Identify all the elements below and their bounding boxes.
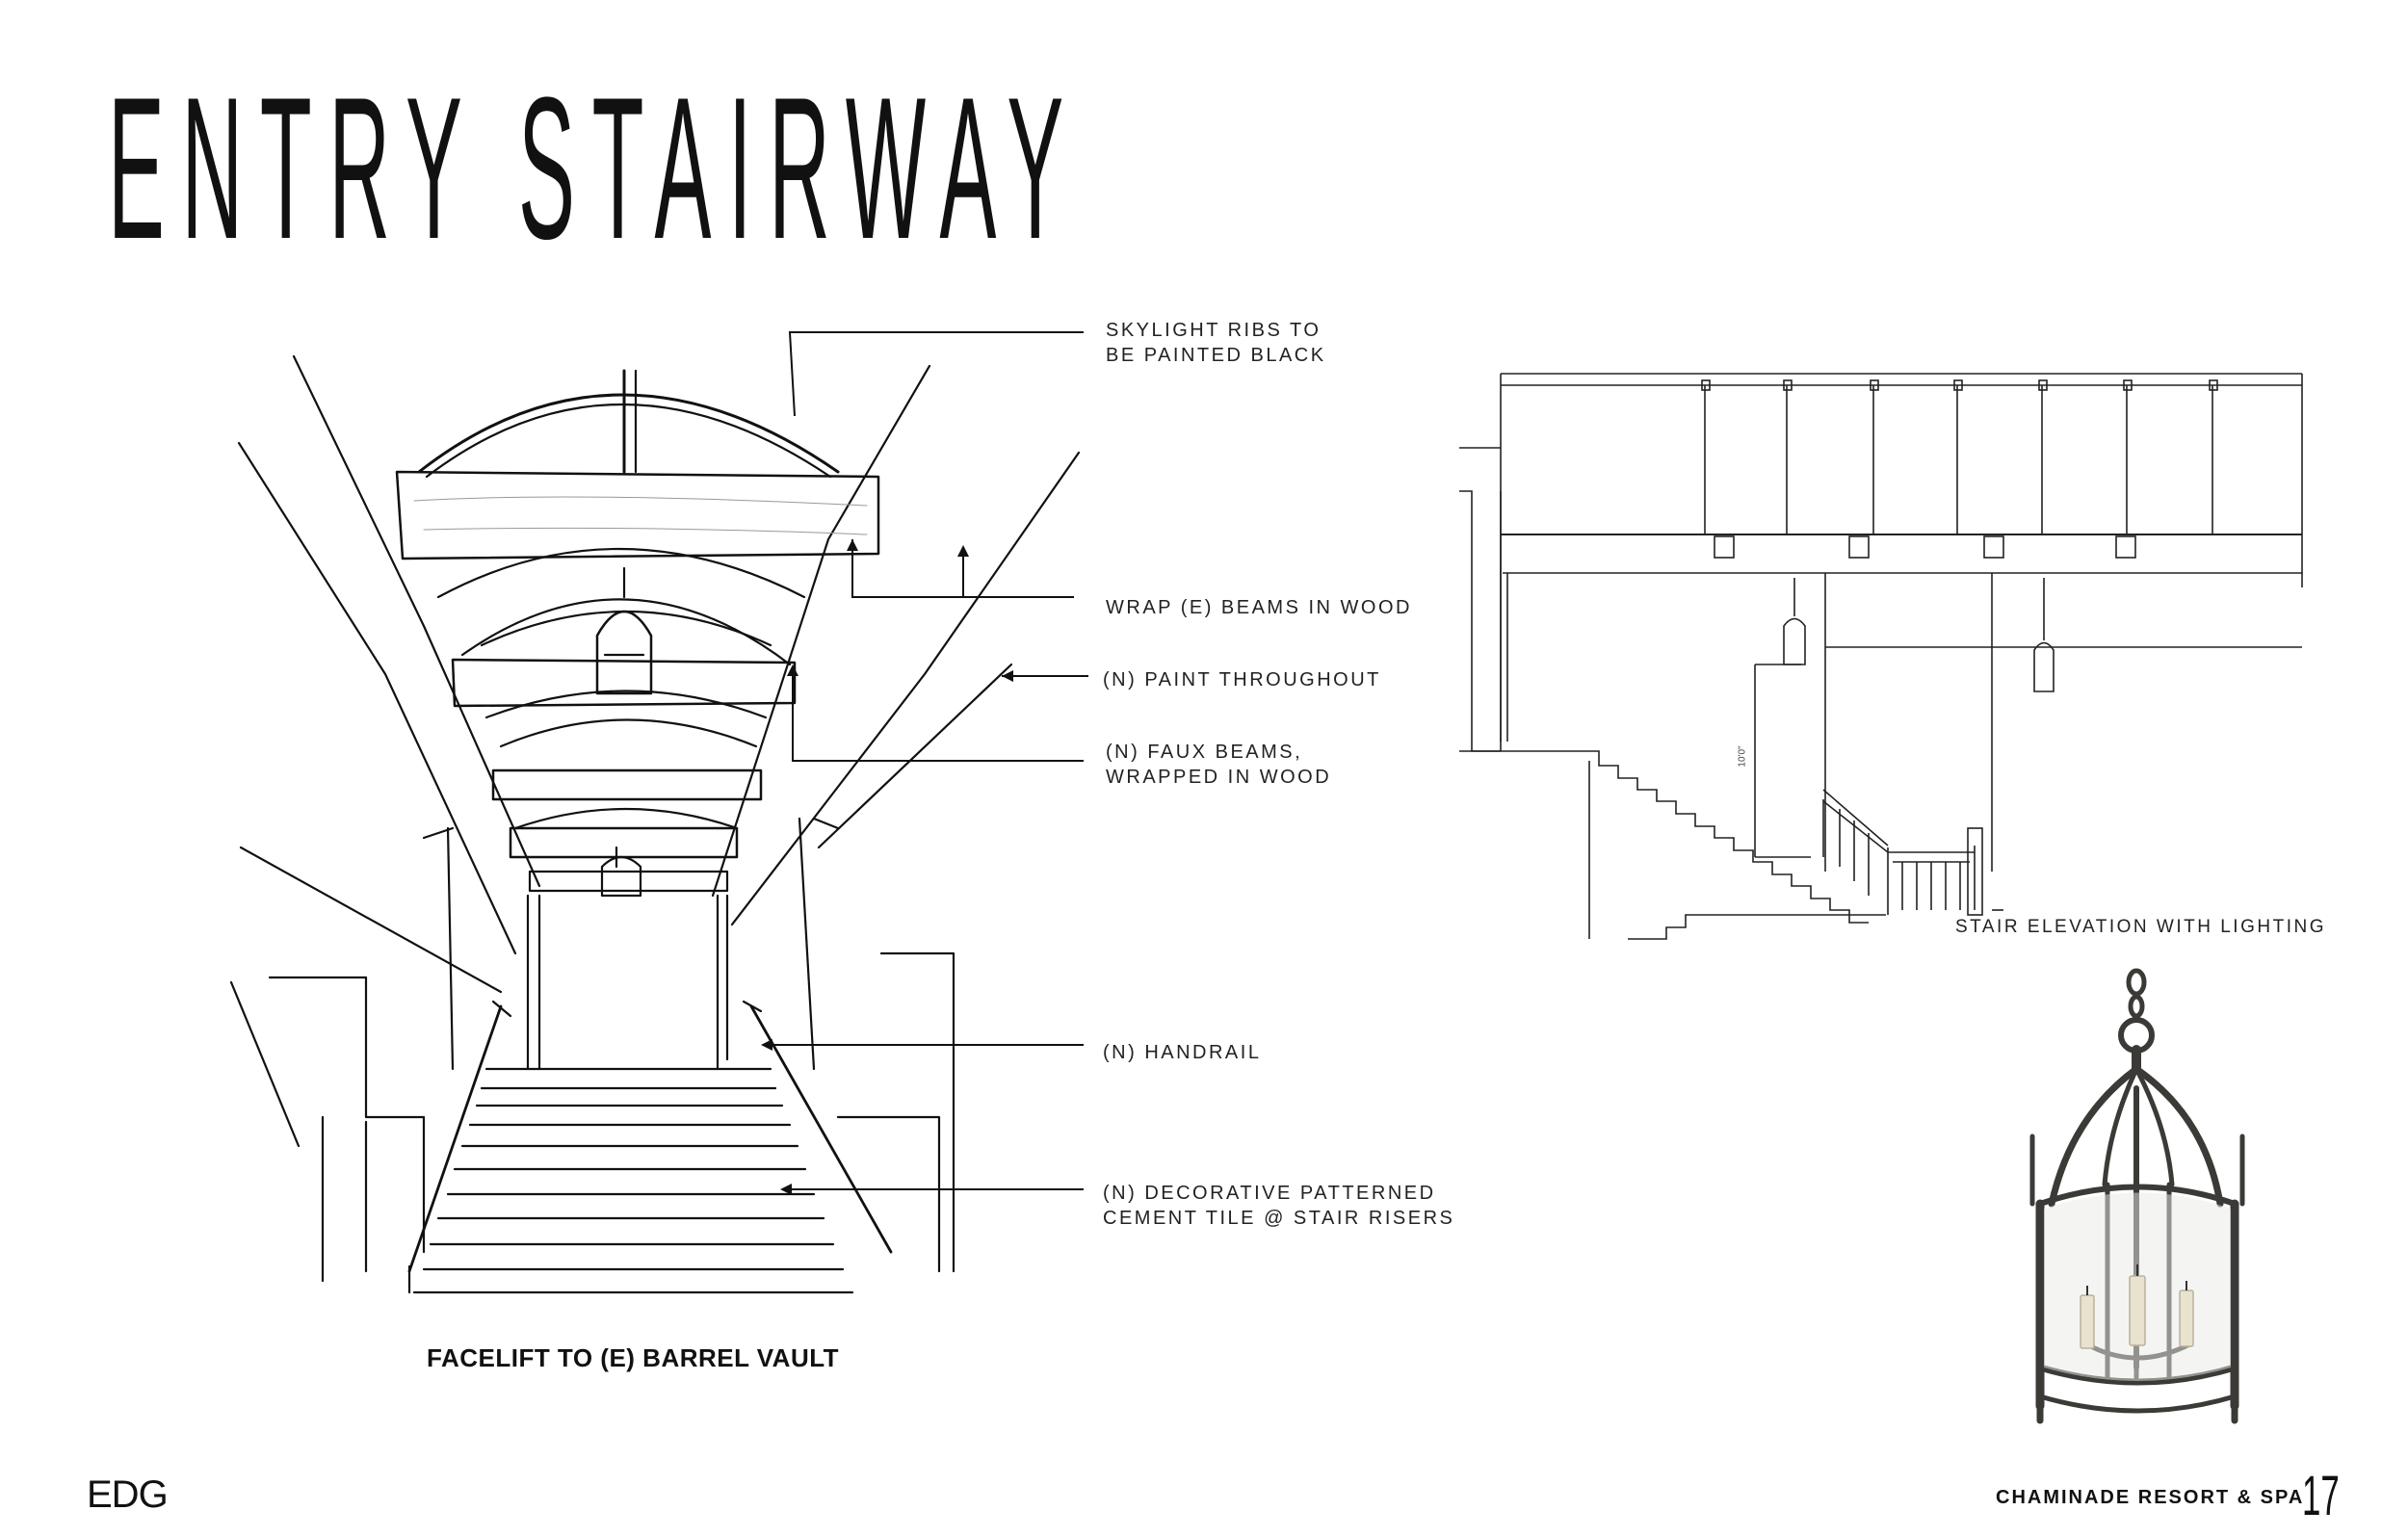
callout-handrail: (N) HANDRAIL bbox=[1103, 1042, 1262, 1063]
callout-faux-beams: (N) FAUX BEAMS, WRAPPED IN WOOD bbox=[1106, 742, 1332, 788]
callout-skylight-ribs: SKYLIGHT RIBS TO BE PAINTED BLACK bbox=[1106, 320, 1326, 366]
callout-paint-throughout: (N) PAINT THROUGHOUT bbox=[1103, 669, 1381, 690]
elevation-caption: STAIR ELEVATION WITH LIGHTING bbox=[1955, 917, 2326, 937]
callout-wrap-beams: WRAP (E) BEAMS IN WOOD bbox=[1106, 597, 1412, 618]
callout-cement-tile: (N) DECORATIVE PATTERNED CEMENT TILE @ S… bbox=[1103, 1183, 1455, 1229]
project-name: CHAMINADE RESORT & SPA bbox=[1996, 1487, 2305, 1508]
page-number: 17 bbox=[2302, 1465, 2340, 1527]
brand-logo: EDG bbox=[87, 1473, 169, 1516]
sketch-caption: FACELIFT TO (E) BARREL VAULT bbox=[427, 1343, 840, 1372]
page-title: ENTRY STAIRWAY bbox=[108, 55, 1081, 281]
